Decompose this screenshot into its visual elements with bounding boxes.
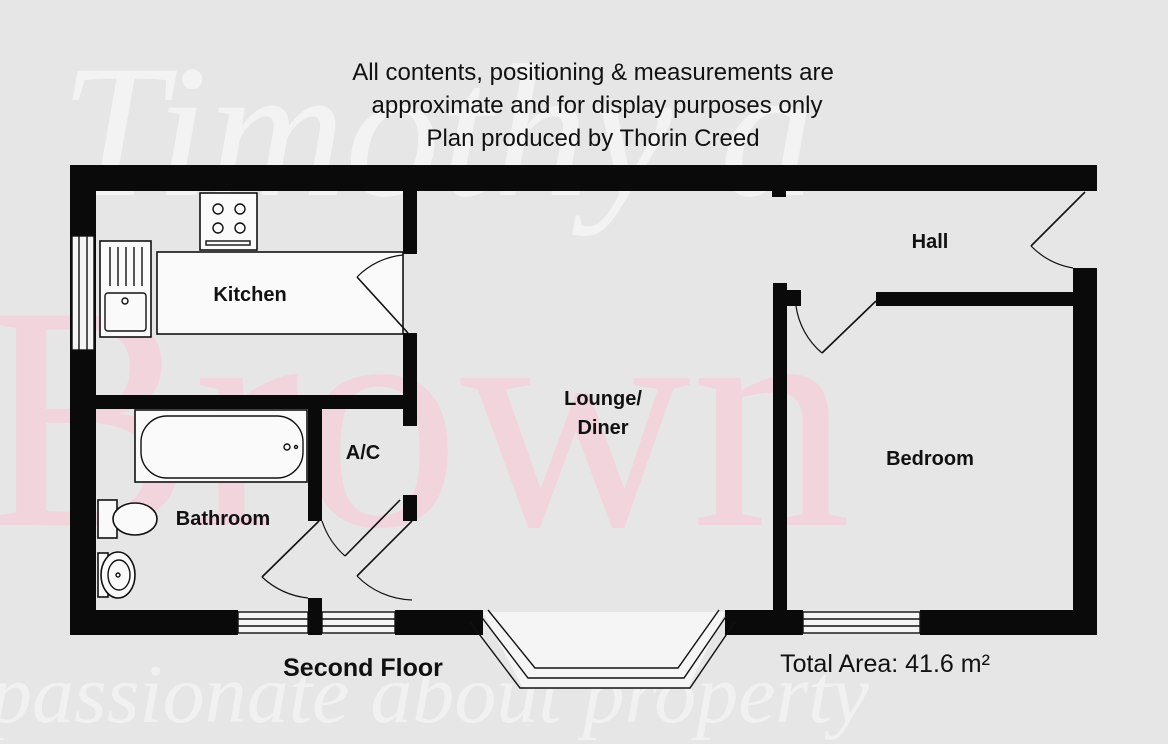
room-label-hall: Hall — [912, 231, 949, 253]
bedroom-door-swing-icon — [795, 300, 877, 354]
room-label-kitchen: Kitchen — [213, 284, 286, 306]
room-label-bathroom: Bathroom — [176, 508, 270, 530]
bathroom-fixtures — [97, 409, 308, 599]
room-label-lounge-line-2: Diner — [577, 417, 628, 439]
basin-icon — [97, 551, 136, 599]
toilet-icon — [97, 499, 158, 539]
ac-window — [321, 611, 396, 634]
disclaimer-line-1: All contents, positioning & measurements… — [352, 59, 834, 86]
room-labels: Kitchen Lounge/ Diner Hall Bedroom Bathr… — [176, 231, 974, 530]
bathroom-door-swing-icon — [261, 520, 320, 599]
ac-door-upper-swing-icon — [321, 499, 401, 557]
bathroom-window — [237, 611, 309, 634]
disclaimer-line-3: Plan produced by Thorin Creed — [426, 125, 759, 152]
kitchen-window — [71, 235, 95, 351]
room-label-lounge-line-1: Lounge/ — [564, 388, 642, 410]
windows — [71, 235, 921, 689]
room-label-airing-cupboard: A/C — [346, 442, 380, 464]
disclaimer-line-2: approximate and for display purposes onl… — [372, 92, 823, 119]
watermark-agent-name: Timothy a — [60, 27, 815, 237]
hall-door-swing-icon — [1030, 191, 1086, 269]
watermark-tagline: passionate about property — [0, 648, 870, 741]
bathtub-icon — [134, 409, 308, 483]
bay-window-icon — [469, 609, 736, 689]
doors — [261, 191, 1086, 601]
sink-icon — [99, 240, 152, 338]
kitchen-door-swing-icon — [356, 254, 409, 334]
room-label-bedroom: Bedroom — [886, 448, 974, 470]
hob-icon — [199, 192, 258, 251]
floor-label: Second Floor — [283, 654, 443, 682]
total-area-label: Total Area: 41.6 m² — [780, 650, 990, 678]
kitchen-fixtures — [99, 192, 404, 338]
ac-door-lower-swing-icon — [356, 520, 413, 601]
worktop — [156, 251, 404, 335]
disclaimer: All contents, positioning & measurements… — [352, 59, 834, 152]
bedroom-window — [802, 611, 921, 634]
